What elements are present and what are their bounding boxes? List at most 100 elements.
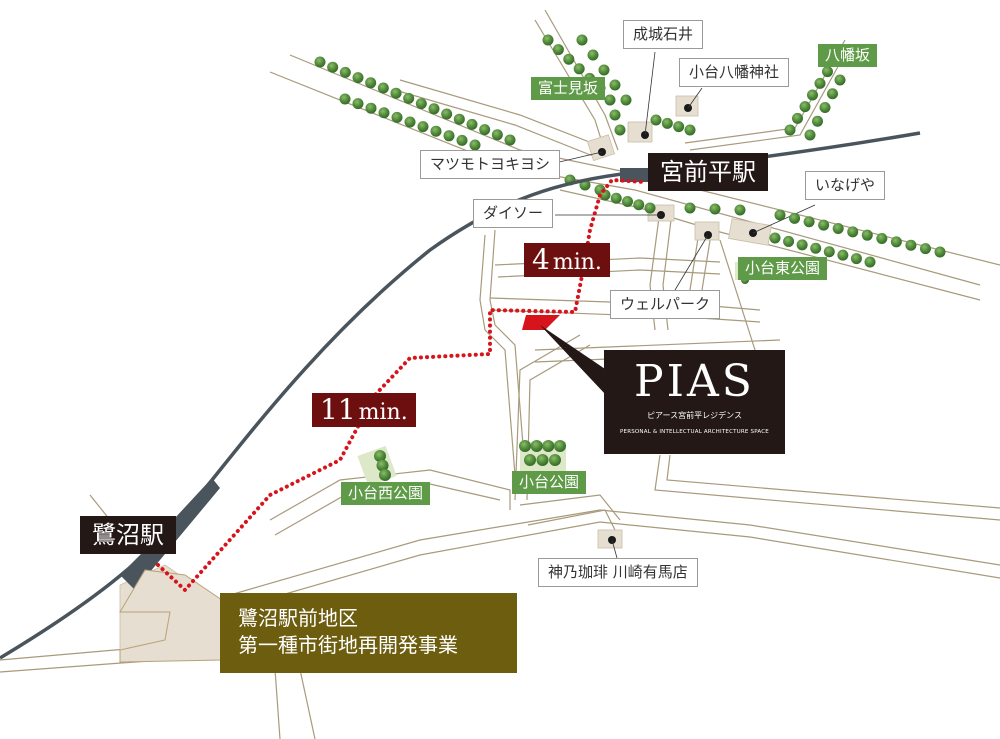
- tree: [684, 124, 696, 136]
- tree: [876, 233, 888, 245]
- tree: [819, 102, 831, 113]
- tree: [552, 44, 564, 56]
- tree: [837, 249, 849, 261]
- property-tagline: PERSONAL & INTELLECTUAL ARCHITECTURE SPA…: [620, 429, 769, 435]
- tree: [812, 115, 823, 127]
- tree: [339, 93, 351, 105]
- tree: [554, 440, 566, 452]
- tree: [441, 108, 453, 120]
- tree: [365, 77, 377, 89]
- tree: [587, 49, 599, 61]
- tree: [847, 226, 859, 238]
- tree: [491, 129, 503, 141]
- property-pointer: [540, 325, 614, 395]
- tree: [604, 94, 616, 106]
- development-line2: 第一種市街地再開発事業: [238, 633, 458, 657]
- landmark-kano-coffee[interactable]: 神乃珈琲 川崎有馬店: [538, 558, 698, 587]
- tree: [769, 232, 781, 244]
- tree: [905, 239, 917, 251]
- tree: [734, 204, 746, 216]
- tree: [861, 229, 873, 241]
- tree: [610, 192, 622, 204]
- slope-hachimanzaka[interactable]: 八幡坂: [818, 44, 878, 67]
- development-label[interactable]: 鷺沼駅前地区 第一種市街地再開発事業: [220, 593, 517, 673]
- leader-lines: [554, 51, 816, 559]
- tree: [365, 102, 377, 114]
- tree: [673, 121, 685, 133]
- station-saginuma[interactable]: 鷺沼駅: [80, 516, 176, 554]
- tree: [417, 121, 429, 133]
- tree: [633, 199, 645, 211]
- tree: [542, 440, 555, 452]
- tree: [684, 202, 696, 214]
- tree: [774, 209, 786, 221]
- tree: [804, 129, 816, 141]
- tree: [834, 74, 846, 86]
- tree: [524, 454, 536, 466]
- development-line1: 鷺沼駅前地区: [238, 606, 358, 630]
- property-subtitle: ピアース宮前平レジデンス: [647, 411, 742, 420]
- tree: [783, 235, 795, 247]
- walking-route: [156, 177, 647, 593]
- park-kodai-nishi[interactable]: 小台西公園: [341, 482, 431, 505]
- tree: [789, 212, 801, 224]
- tree: [864, 256, 876, 268]
- tree: [530, 440, 543, 452]
- tree: [374, 450, 386, 462]
- tree: [792, 112, 803, 124]
- tree: [391, 111, 403, 123]
- tree: [661, 117, 673, 129]
- tree: [919, 243, 931, 255]
- tree: [504, 134, 516, 146]
- tree: [542, 34, 554, 46]
- landmark-daiso[interactable]: ダイソー: [473, 199, 554, 228]
- walk-time-unit: min.: [358, 400, 408, 425]
- tree: [428, 103, 440, 115]
- tree: [469, 139, 481, 151]
- development-area: [119, 569, 223, 663]
- tree: [823, 246, 835, 258]
- station-miyamaedaira[interactable]: 宮前平駅: [648, 153, 768, 191]
- tree: [810, 242, 822, 254]
- tree: [784, 124, 796, 136]
- walk-time-value: 11: [320, 393, 356, 426]
- tree: [404, 116, 416, 128]
- tree: [850, 253, 862, 265]
- tree: [620, 94, 632, 106]
- park-kodai-higashi[interactable]: 小台東公園: [738, 257, 828, 280]
- tree-rows: [314, 34, 946, 481]
- tree: [403, 92, 415, 104]
- tree: [536, 454, 549, 466]
- tree: [803, 216, 815, 228]
- tree: [549, 454, 561, 466]
- tree: [796, 239, 808, 251]
- park-kodai[interactable]: 小台公園: [512, 471, 587, 494]
- tree: [376, 459, 389, 472]
- slope-fujimizaka[interactable]: 富士見坂: [531, 77, 606, 100]
- landmark-inageya[interactable]: いなげや: [805, 171, 886, 200]
- tree: [709, 203, 721, 215]
- tree: [934, 246, 946, 258]
- tree: [576, 34, 588, 46]
- tree: [390, 87, 402, 99]
- property-label[interactable]: PIAS ピアース宮前平レジデンス PERSONAL & INTELLECTUA…: [604, 350, 785, 454]
- tree: [832, 222, 844, 234]
- landmark-kodai-hachiman-shrine[interactable]: 小台八幡神社: [679, 58, 790, 87]
- tree: [352, 98, 364, 110]
- tree: [644, 202, 656, 214]
- walk-time-value: 4: [532, 243, 550, 276]
- landmark-seijo-ishii[interactable]: 成城石井: [623, 20, 704, 49]
- tree: [352, 72, 364, 84]
- landmark-wellpark[interactable]: ウェルパーク: [610, 290, 721, 319]
- landmark-matsumoto-kiyoshi[interactable]: マツモトヨキヨシ: [420, 150, 561, 179]
- tree: [598, 64, 610, 76]
- tree: [479, 124, 491, 136]
- tree: [456, 134, 468, 146]
- tree: [822, 66, 833, 78]
- tree: [415, 98, 427, 110]
- tree: [519, 440, 531, 452]
- tree: [327, 61, 339, 73]
- tree: [814, 77, 826, 89]
